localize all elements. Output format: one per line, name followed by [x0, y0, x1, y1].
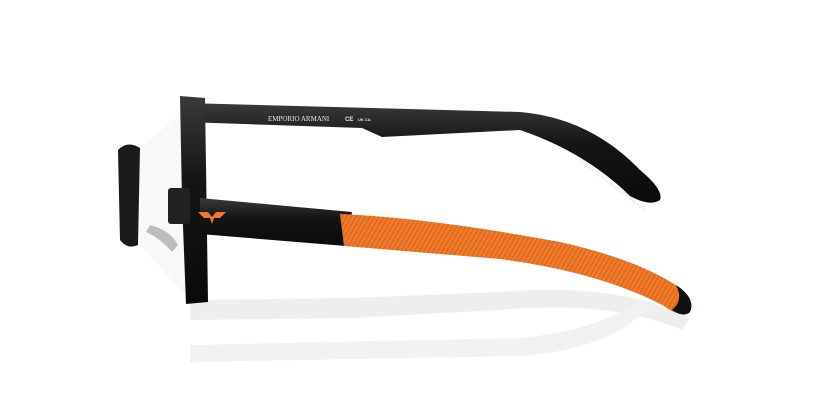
hinge [168, 188, 190, 224]
nose-pad [146, 225, 178, 252]
far-temple [185, 103, 661, 203]
temple-tip [340, 214, 692, 314]
eagle-logo-icon [198, 212, 226, 224]
lens [140, 105, 190, 300]
far-rim [118, 144, 140, 247]
temple-end-cap [672, 285, 692, 315]
ce-mark: CE [345, 117, 353, 123]
brand-lettering: EMPORIO ARMANI [268, 115, 330, 123]
reflection [190, 289, 690, 362]
front-rim [180, 96, 208, 304]
near-temple [200, 198, 352, 246]
ukca-mark: UK CA [358, 117, 371, 122]
